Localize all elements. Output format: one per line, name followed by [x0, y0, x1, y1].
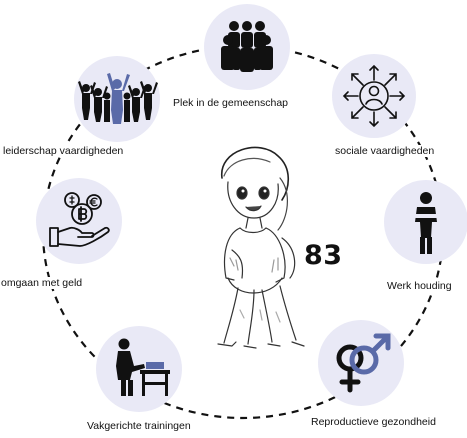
- group-of-people-icon: [221, 21, 273, 72]
- standing-person-icon: [414, 192, 438, 254]
- node-money[interactable]: [36, 178, 122, 264]
- label-social: sociale vaardigheden: [334, 145, 436, 157]
- label-work: Werk houding: [386, 280, 453, 292]
- node-vocational[interactable]: [96, 326, 182, 412]
- worker-at-bench-icon: [116, 338, 170, 396]
- hand-with-coins-icon: [49, 192, 110, 247]
- cheering-crowd-icon: [78, 73, 158, 124]
- score-value: 83: [304, 240, 343, 271]
- node-social[interactable]: [332, 54, 416, 138]
- label-community: Plek in de gemeenschap: [172, 97, 289, 109]
- label-leadership: leiderschap vaardigheden: [2, 145, 125, 157]
- node-reproductive[interactable]: [318, 320, 404, 406]
- label-reproductive: Reproductieve gezondheid: [310, 416, 437, 428]
- person-network-icon: [342, 64, 406, 128]
- node-work[interactable]: [384, 180, 467, 264]
- label-vocational: Vakgerichte trainingen: [86, 420, 192, 432]
- node-leadership[interactable]: [74, 56, 160, 142]
- gender-symbols-icon: [336, 333, 391, 393]
- node-community[interactable]: [204, 4, 290, 90]
- girl-character-sketch: [217, 146, 305, 349]
- label-money: omgaan met geld: [0, 277, 84, 289]
